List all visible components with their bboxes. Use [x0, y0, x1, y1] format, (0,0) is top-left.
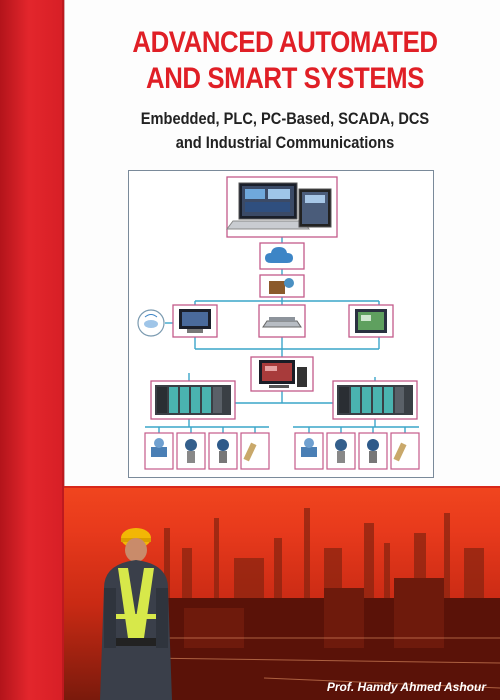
worker-figure [100, 528, 172, 700]
red-spine [0, 0, 64, 700]
valve-icon [151, 438, 317, 457]
diagram-svg [137, 176, 420, 470]
plant-foreground [144, 578, 500, 700]
spine-edge [62, 0, 65, 700]
industrial-photo: Prof. Hamdy Ahmed Ashour [64, 488, 500, 700]
hmi-panel-icon [172, 304, 218, 338]
wireless-sensor-icon [137, 309, 165, 337]
subtitle-line-2: and Industrial Communications [175, 133, 395, 152]
plc-rack-icon [150, 380, 236, 420]
network-diagram [128, 170, 434, 478]
workstation-icon [250, 356, 314, 392]
laptop-tablet-icon [226, 176, 338, 238]
title-line-1: ADVANCED AUTOMATED [132, 26, 438, 59]
lights [143, 637, 500, 689]
cloud-icon [259, 242, 305, 270]
author-name: Prof. Hamdy Ahmed Ashour [326, 680, 486, 694]
subtitle-line-1: Embedded, PLC, PC-Based, SCADA, DCS [140, 109, 430, 128]
refinery-illustration [100, 508, 500, 700]
proximity-sensor-icon [243, 442, 407, 462]
gateway-icon [259, 274, 305, 298]
switch-icon [258, 304, 306, 338]
title-line-2: AND SMART SYSTEMS [146, 62, 424, 95]
field-devices [144, 432, 420, 470]
transmitter-icon [185, 439, 379, 463]
plc-rack-icon [332, 380, 418, 420]
touch-panel-icon [348, 304, 394, 338]
